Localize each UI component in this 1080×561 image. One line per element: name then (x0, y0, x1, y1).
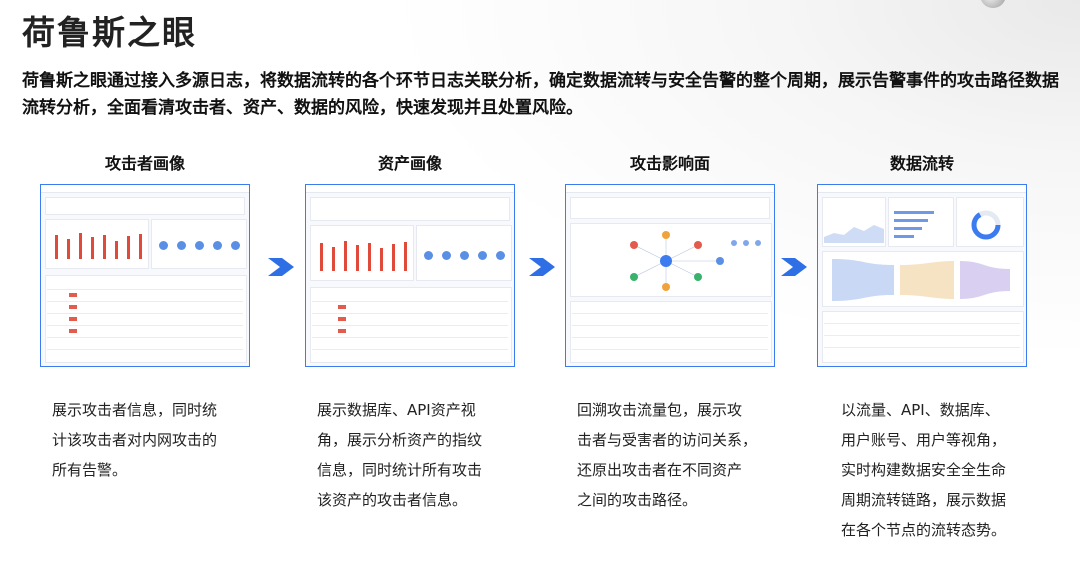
panel-title: 资产画像 (377, 154, 442, 173)
attack-graph (630, 231, 761, 291)
page-description: 荷鲁斯之眼通过接入多源日志，将数据流转的各个环节日志关联分析，确定数据流转与安全… (22, 71, 1059, 118)
description-line: 所有告警。 (52, 461, 128, 479)
panel-attack-impact: 攻击影响面 (565, 150, 775, 515)
description-line: 展示攻击者信息，同时统 (52, 401, 218, 419)
chevron-right-icon (529, 258, 555, 276)
attack-impact-screenshot (565, 184, 775, 367)
description-line: 以流量、API、数据库、 (841, 401, 1000, 419)
description-line: 在各个节点的流转态势。 (841, 521, 1007, 539)
description-line: 该资产的攻击者信息。 (317, 491, 468, 509)
panel-title: 数据流转 (889, 154, 954, 173)
description-line: 之间的攻击路径。 (577, 491, 698, 509)
panel-data-flow: 数据流转 以流量、API、数据库、 用户账号、用户等视角， 实时构建数据安全全生… (817, 150, 1027, 545)
panel-asset-profile: 资产画像 展示数据库、API资产视 角，展示分析资产的指纹 信息，同时统计所有攻… (305, 150, 515, 515)
chevron-right-icon (268, 258, 294, 276)
decorative-sphere (980, 0, 1006, 8)
asset-profile-screenshot (305, 184, 515, 367)
description-line: 击者与受害者的访问关系， (577, 431, 758, 449)
page-title: 荷鲁斯之眼 (22, 13, 197, 52)
description-line: 信息，同时统计所有攻击 (317, 461, 483, 479)
description-line: 用户账号、用户等视角， (841, 431, 1007, 449)
attacker-profile-screenshot (40, 184, 250, 367)
panel-description: 展示数据库、API资产视 角，展示分析资产的指纹 信息，同时统计所有攻击 该资产… (305, 395, 515, 515)
panel-title: 攻击者画像 (104, 154, 185, 173)
data-flow-screenshot (817, 184, 1027, 367)
sankey-flow (832, 259, 1010, 301)
panel-description: 回溯攻击流量包，展示攻 击者与受害者的访问关系， 还原出攻击者在不同资产 之间的… (565, 395, 775, 515)
chevron-right-icon (781, 258, 807, 276)
donut-ring (971, 210, 1001, 240)
panel-attacker-profile: 攻击者画像 展示攻击者信息，同时统 计该攻击者对内网攻击的 所有告警。 (40, 150, 250, 485)
description-line: 还原出攻击者在不同资产 (577, 461, 743, 479)
description-line: 角，展示分析资产的指纹 (317, 431, 483, 449)
panel-title: 攻击影响面 (629, 154, 710, 173)
panel-description: 以流量、API、数据库、 用户账号、用户等视角， 实时构建数据安全全生命 周期流… (817, 395, 1027, 545)
area-trend (824, 225, 884, 243)
description-line: 计该攻击者对内网攻击的 (52, 431, 218, 449)
description-line: 实时构建数据安全全生命 (841, 461, 1007, 479)
description-line: 周期流转链路，展示数据 (841, 491, 1007, 509)
description-line: 展示数据库、API资产视 (317, 401, 476, 419)
description-line: 回溯攻击流量包，展示攻 (577, 401, 743, 419)
panel-description: 展示攻击者信息，同时统 计该攻击者对内网攻击的 所有告警。 (40, 395, 250, 485)
